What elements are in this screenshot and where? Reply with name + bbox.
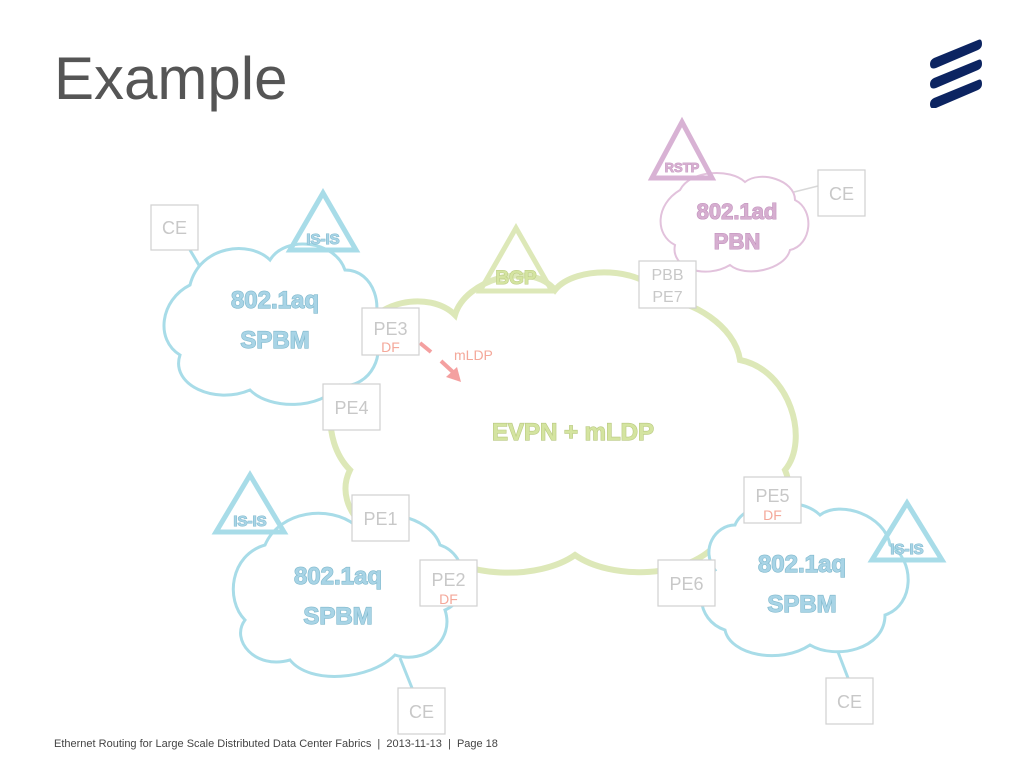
isis-triangle-bottom [211,470,289,535]
spbm-right-cloud [699,501,910,658]
pe6-label: PE6 [669,574,703,594]
bgp-triangle [475,222,557,294]
evpn-label: EVPN + mLDP [492,419,654,446]
pbn-line2: PBN [714,229,760,254]
mldp-label: mLDP [454,347,493,363]
spbm-right-line1: 802.1aq [758,551,846,578]
ce-top-right-label: CE [829,184,854,204]
ericsson-logo-icon [930,39,982,108]
pe5-role: DF [763,507,782,523]
isis-triangle-left [285,188,361,253]
spbm-right-line2: SPBM [767,591,836,618]
node-ce-top-left: CE [150,204,199,251]
node-pe2: PE2 DF [419,559,478,607]
footer: Ethernet Routing for Large Scale Distrib… [54,738,498,750]
spbm-bottom-line2: SPBM [303,603,372,630]
spbm-left-line2: SPBM [240,327,309,354]
isis-label-bottom: IS-IS [233,513,266,530]
pe7-line2: PE7 [652,289,682,306]
pe2-role: DF [439,591,458,607]
ce-bottom-right-label: CE [837,692,862,712]
spbm-bottom-line1: 802.1aq [294,563,382,590]
isis-label-right: IS-IS [890,541,923,558]
mldp-arrow-icon [418,341,461,382]
node-ce-bottom-left: CE [397,687,446,735]
ce-bottom-left-label: CE [409,702,434,722]
bgp-label: BGP [495,268,537,289]
node-ce-bottom-right: CE [825,677,874,725]
node-pe6: PE6 [657,559,716,607]
slide-title: Example [54,45,288,112]
pe4-label: PE4 [334,398,368,418]
pe7-line1: PBB [651,267,683,284]
pe2-label: PE2 [431,570,465,590]
node-pe1: PE1 [351,494,410,542]
rstp-label: RSTP [665,160,700,175]
isis-triangle-right [867,498,947,563]
pe5-label: PE5 [755,486,789,506]
pe3-role: DF [381,339,400,355]
node-pe7: PBB PE7 [638,260,697,309]
node-ce-top-right: CE [817,169,866,217]
pe3-label: PE3 [373,319,407,339]
ce-top-left-label: CE [162,218,187,238]
isis-label-left: IS-IS [306,231,339,248]
node-pe5: PE5 DF [743,476,802,524]
link-ce-bottom-right [836,651,850,679]
node-pe4: PE4 [322,383,381,431]
pbn-line1: 802.1ad [697,199,778,224]
pbn-cloud [659,172,810,273]
link-ce-bottom-left [398,657,414,689]
node-pe3: PE3 DF [361,307,420,356]
spbm-left-line1: 802.1aq [231,287,319,314]
spbm-left-cloud [162,242,380,406]
pe1-label: PE1 [363,509,397,529]
rstp-triangle [647,116,717,181]
logo-bars [930,39,982,108]
